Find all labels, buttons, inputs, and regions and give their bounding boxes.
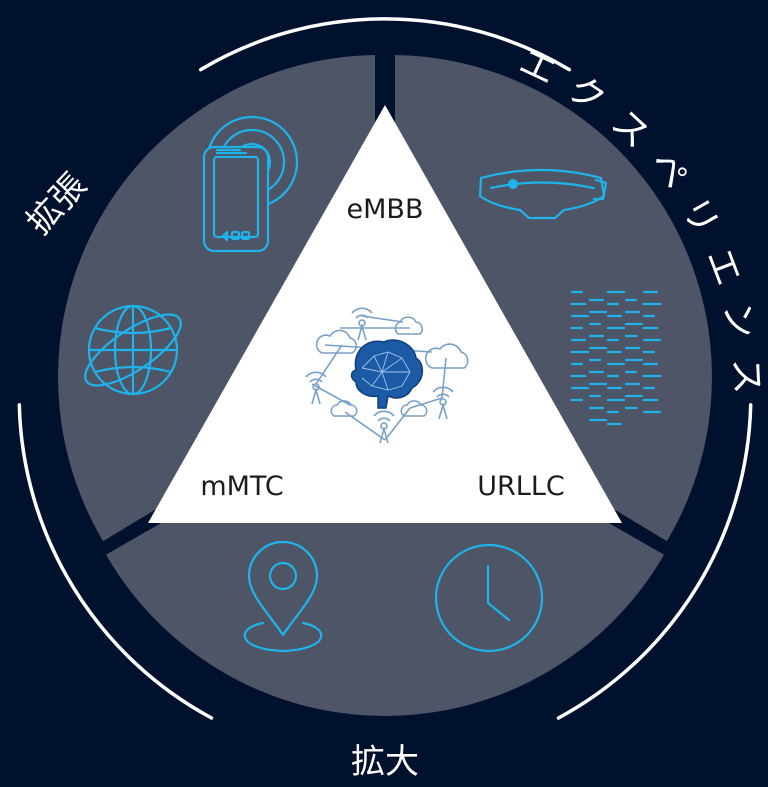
globe-icon	[84, 304, 182, 396]
triangle-label-mmtc: mMTC	[200, 471, 283, 502]
triangle-label-embb: eMBB	[347, 194, 424, 225]
ring-arc-right	[556, 403, 753, 720]
location-pin-icon	[243, 540, 323, 653]
camera-device-icon	[202, 115, 299, 253]
brain-icon	[350, 339, 424, 409]
clock-icon	[434, 543, 544, 653]
label-right-char: エ	[698, 243, 749, 291]
ai-brain-network-icon	[305, 307, 469, 444]
center-triangle	[148, 105, 622, 523]
ring-arc-top	[198, 17, 572, 72]
data-stream-icon	[570, 290, 662, 426]
label-bottom: 拡大	[351, 742, 419, 782]
triangle-label-urllc: URLLC	[477, 471, 564, 502]
label-left: 拡張	[19, 165, 95, 242]
outer-ring	[17, 17, 753, 720]
vr-headset-icon	[478, 168, 608, 220]
ring-arc-left	[17, 403, 214, 720]
label-right-char: ン	[715, 299, 763, 343]
label-right-char: リ	[673, 191, 726, 243]
label-right-char: ス	[725, 357, 768, 395]
